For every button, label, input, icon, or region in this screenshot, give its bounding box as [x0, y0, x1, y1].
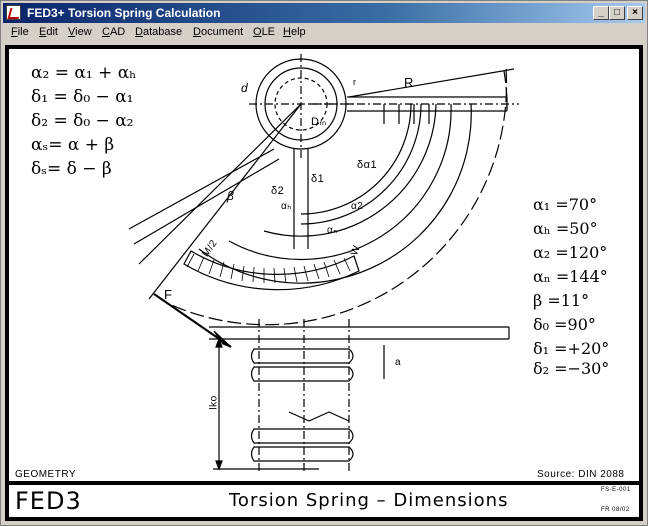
value-beta: β =11° — [533, 291, 590, 310]
label-delta2: δ2 — [271, 185, 285, 197]
window-title: FED3+ Torsion Spring Calculation — [27, 6, 221, 20]
menu-view[interactable]: View — [68, 26, 92, 38]
outer-dashed-arc — [168, 68, 508, 326]
value-alpha-h: αₕ =50° — [533, 219, 598, 238]
angle-arc-5 — [198, 103, 472, 284]
menu-edit[interactable]: Edit — [39, 26, 58, 38]
footer-code2: FR 08/02 — [601, 507, 630, 513]
menu-cad-mnemonic: C — [102, 26, 110, 38]
menu-edit-label: dit — [46, 26, 58, 38]
value-delta0: δ₀ =90° — [533, 315, 596, 334]
footer-code1: FS-E-001 — [601, 487, 631, 493]
menu-view-mnemonic: V — [68, 26, 76, 38]
menu-help-label: elp — [290, 26, 306, 38]
menu-edit-mnemonic: E — [39, 26, 47, 38]
value-delta2: δ₂ =−30° — [533, 359, 610, 378]
value-alpha2: α₂ =120° — [533, 243, 608, 262]
angle-arc-4 — [228, 103, 452, 261]
close-button[interactable]: × — [627, 6, 643, 20]
label-F: F — [164, 287, 173, 302]
angle-arc-1 — [300, 103, 422, 225]
r-dimension-line — [348, 68, 515, 98]
hatched-sector — [183, 250, 360, 291]
label-delta1: δ1 — [311, 173, 325, 185]
source-label: Source: DIN 2088 — [537, 469, 625, 480]
hatch-lines — [186, 253, 351, 284]
menu-ole[interactable]: OLE — [253, 26, 275, 38]
label-beta: β — [227, 189, 235, 203]
label-r: r — [353, 77, 357, 87]
menu-database-mnemonic: D — [135, 26, 143, 38]
menu-database-label: atabase — [142, 26, 183, 38]
spring-coils — [250, 348, 354, 462]
formula-delta2: δ₂ = δ₀ − α₂ — [31, 111, 134, 131]
spring-technical-drawing — [128, 54, 519, 474]
slant-line-2 — [148, 103, 302, 300]
menu-file[interactable]: File — [11, 26, 29, 38]
menu-database[interactable]: Database — [135, 26, 182, 38]
minimize-button[interactable]: _ — [593, 6, 609, 20]
label-R: R — [404, 75, 414, 90]
menu-help[interactable]: Help — [283, 26, 306, 38]
value-delta1: δ₁ =+20° — [533, 339, 610, 358]
label-delta-alpha1: δα1 — [357, 159, 378, 171]
force-arrow-line — [153, 293, 232, 348]
footer-title: Torsion Spring – Dimensions — [229, 490, 509, 511]
label-d: d — [241, 81, 249, 95]
title-bar[interactable]: FED3+ Torsion Spring Calculation _ □ × — [3, 3, 645, 23]
menu-cad[interactable]: CAD — [102, 26, 125, 38]
value-alpha1: α₁ =70° — [533, 195, 598, 214]
app-icon[interactable] — [6, 5, 22, 20]
slant-line-1 — [138, 103, 302, 265]
menu-document[interactable]: Document — [193, 26, 243, 38]
menu-ole-mnemonic: O — [253, 26, 262, 38]
drawing-area[interactable]: α₂ = α₁ + αₕ δ₁ = δ₀ − α₁ δ₂ = δ₀ − α₂ α… — [9, 49, 639, 481]
menu-document-mnemonic: D — [193, 26, 201, 38]
footer-logo: FED3 — [15, 487, 82, 515]
label-alpha2: α2 — [351, 201, 364, 212]
formula-delta1: δ₁ = δ₀ − α₁ — [31, 87, 134, 107]
menu-document-label: ocument — [200, 26, 244, 38]
menu-ole-label: LE — [261, 26, 276, 38]
label-Dm: Dₘ — [311, 116, 327, 128]
formula-alpha-s: αₛ= α + β — [31, 135, 115, 155]
formula-delta-s: δₛ= δ − β — [31, 159, 112, 179]
menu-file-mnemonic: F — [11, 26, 18, 38]
leg-arrows — [383, 104, 430, 124]
maximize-button[interactable]: □ — [609, 6, 625, 20]
angle-arc-2 — [300, 103, 412, 215]
label-alpha-h: αₕ — [281, 201, 292, 212]
label-a: a — [395, 357, 402, 368]
lko-arrow-top — [215, 337, 223, 348]
slant-leg-edge-b — [133, 158, 280, 245]
menu-cad-label: AD — [109, 26, 126, 38]
slant-leg-edge-a — [128, 148, 275, 230]
menu-view-label: iew — [75, 26, 92, 38]
title-block: FED3 Torsion Spring – Dimensions FS-E-00… — [9, 485, 639, 517]
geometry-label: GEOMETRY — [15, 469, 77, 480]
formula-alpha2: α₂ = α₁ + αₕ — [31, 63, 137, 83]
menu-bar: File Edit View CAD Database Document OLE… — [3, 24, 645, 42]
menu-file-label: ile — [17, 26, 29, 38]
menu-help-mnemonic: H — [283, 26, 291, 38]
label-alpha-n: αₙ — [327, 225, 338, 236]
angle-arc-3 — [263, 103, 437, 237]
document-canvas: α₂ = α₁ + αₕ δ₁ = δ₀ − α₁ δ₂ = δ₀ − α₂ α… — [5, 45, 643, 521]
lko-arrow-bottom — [215, 460, 223, 471]
label-lko: lko — [208, 395, 220, 410]
value-alpha-n: αₙ =144° — [533, 267, 608, 286]
